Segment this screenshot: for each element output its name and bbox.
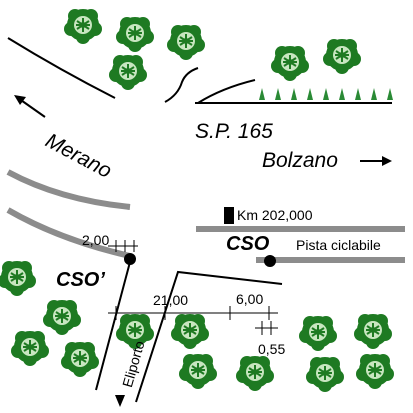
hedge-icon: [259, 88, 265, 100]
hedge-row: [259, 88, 393, 100]
bush-icon: [42, 299, 82, 336]
arrow-icon-bolzano: [360, 156, 392, 166]
bush-icon: [355, 353, 395, 390]
label-dim-2-00: 2,00: [82, 232, 110, 248]
bush-icon: [353, 313, 393, 350]
dot-icon-cso-prime: [124, 253, 136, 265]
bush-icon: [10, 330, 50, 367]
upper-road-s-curve: [164, 67, 199, 103]
bush-icon: [298, 315, 338, 352]
bush-icon: [170, 313, 210, 350]
bush-icon: [0, 260, 37, 297]
bush-icon: [60, 341, 100, 378]
label-km-marker: Km 202,000: [237, 207, 313, 223]
label-bolzano: Bolzano: [262, 149, 338, 172]
road-band-left-upper: [6, 169, 131, 210]
dimension-crosses-left: [108, 240, 138, 252]
arrow-icon-eliporto: [115, 395, 125, 407]
dimension-crosses-right: [255, 321, 278, 335]
label-dim-6-00: 6,00: [236, 291, 264, 307]
label-bike-path: Pista ciclabile: [296, 237, 381, 253]
upper-road-left-curve: [7, 37, 116, 99]
bush-icon: [63, 8, 103, 45]
bush-icon: [270, 45, 310, 82]
hedge-icon: [323, 88, 329, 100]
bush-icon: [115, 16, 155, 53]
bush-icon: [178, 353, 218, 390]
bush-icon: [322, 38, 362, 75]
hedge-icon: [387, 88, 393, 100]
label-dim-21-00: 21,00: [153, 292, 189, 308]
heliport-access: [95, 261, 283, 403]
dimension-line-main: [108, 306, 278, 320]
label-cso: CSO: [226, 233, 270, 255]
bush-icon: [235, 355, 275, 392]
bush-icon: [166, 24, 206, 61]
hedge-icon: [307, 88, 313, 100]
bush-icon: [108, 54, 148, 91]
label-dim-0-55: 0,55: [258, 341, 286, 357]
arrow-icon-merano: [14, 95, 46, 118]
bush-icon: [305, 356, 345, 393]
hedge-icon: [339, 88, 345, 100]
hedge-icon: [275, 88, 281, 100]
marker-block-icon: [224, 207, 234, 224]
road-band-left-lower: [6, 207, 131, 259]
hedge-icon: [291, 88, 297, 100]
label-road-name: S.P. 165: [195, 120, 273, 143]
upper-road-right-curve: [195, 79, 392, 104]
hedge-icon: [355, 88, 361, 100]
dot-icon-cso: [264, 255, 276, 267]
hedge-icon: [371, 88, 377, 100]
label-cso-prime: CSO’: [56, 269, 105, 291]
